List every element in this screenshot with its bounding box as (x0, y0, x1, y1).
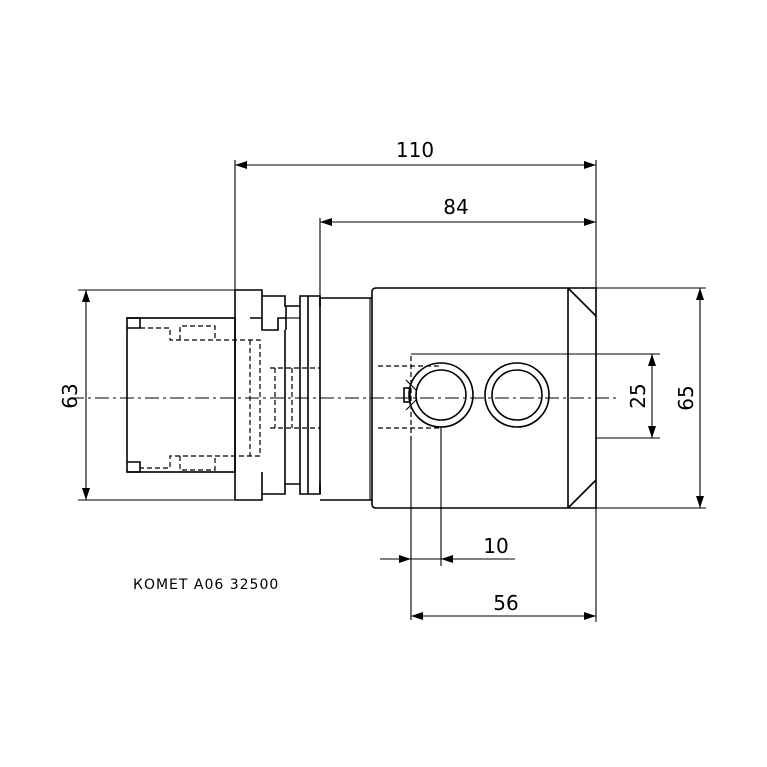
part-caption: КОМЕТ А06 32500 (133, 577, 279, 593)
dimension-84 (319, 218, 596, 296)
dimension-84-label: 84 (443, 195, 468, 219)
dimension-65-label: 65 (674, 385, 698, 410)
dimension-10-label: 10 (483, 534, 508, 558)
dimension-65 (596, 287, 706, 509)
dimension-110 (234, 160, 597, 290)
port-left (403, 362, 474, 428)
main-body (371, 287, 597, 509)
flange (234, 289, 321, 501)
port-right (484, 362, 550, 428)
dimension-56 (411, 508, 597, 622)
dimension-56-label: 56 (493, 591, 518, 615)
dimension-63 (78, 289, 235, 501)
dimension-10 (380, 427, 515, 620)
dimension-110-label: 110 (396, 138, 434, 162)
dimension-25-label: 25 (626, 383, 650, 408)
shank (126, 317, 261, 473)
neck (320, 297, 372, 501)
dimension-25 (411, 353, 660, 439)
dimension-63-label: 63 (58, 383, 82, 408)
